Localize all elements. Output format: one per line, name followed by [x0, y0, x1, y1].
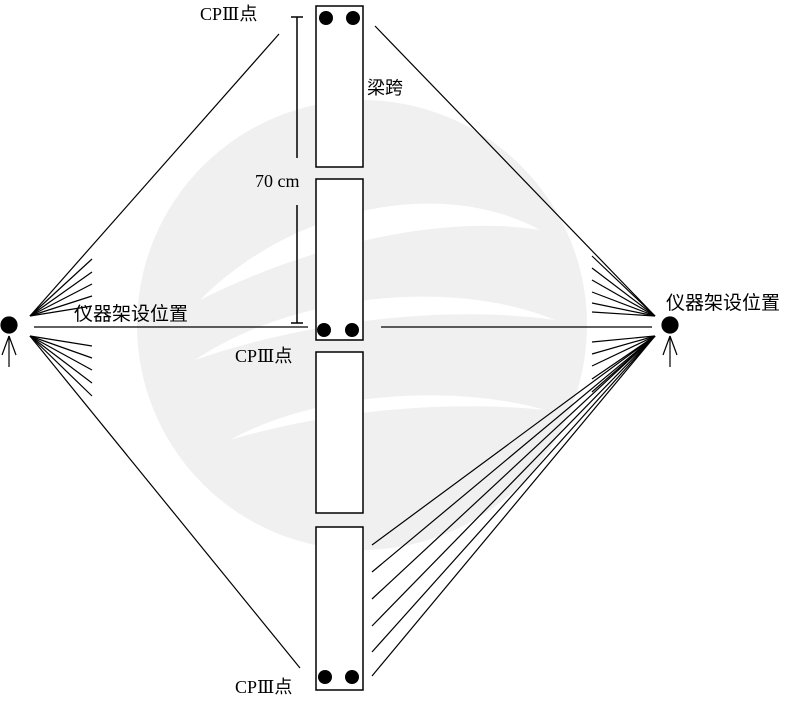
- station-label-left: 仪器架设位置: [74, 303, 188, 325]
- beam-spans: [315, 5, 364, 691]
- cpiii-points: [317, 11, 360, 684]
- right-instrument-icon: [661, 316, 679, 367]
- cpiii-point-bottom-right: [345, 670, 359, 684]
- cpiii-point-middle-right: [345, 323, 359, 337]
- station-label-right: 仪器架设位置: [666, 292, 780, 314]
- right-station-lines: [371, 25, 656, 677]
- beam-segment-4: [315, 526, 364, 691]
- cpiii-label-top: CPⅢ点: [200, 4, 257, 24]
- cpiii-point-bottom-left: [318, 670, 332, 684]
- spacing-dimension: [291, 16, 303, 324]
- cpiii-point-middle-left: [317, 323, 331, 337]
- beam-segment-1: [315, 5, 364, 168]
- cpiii-label-middle: CPⅢ点: [235, 346, 292, 366]
- beam-segment-2: [315, 178, 364, 341]
- cpiii-point-top-right: [346, 11, 360, 25]
- left-station-lines: [29, 33, 308, 669]
- span-label: 梁跨: [367, 78, 403, 98]
- cpiii-label-bottom: CPⅢ点: [235, 677, 292, 697]
- cpiii-point-top-left: [319, 11, 333, 25]
- spacing-label: 70 cm: [255, 171, 300, 191]
- beam-segment-3: [315, 351, 364, 514]
- left-instrument-icon: [0, 316, 18, 367]
